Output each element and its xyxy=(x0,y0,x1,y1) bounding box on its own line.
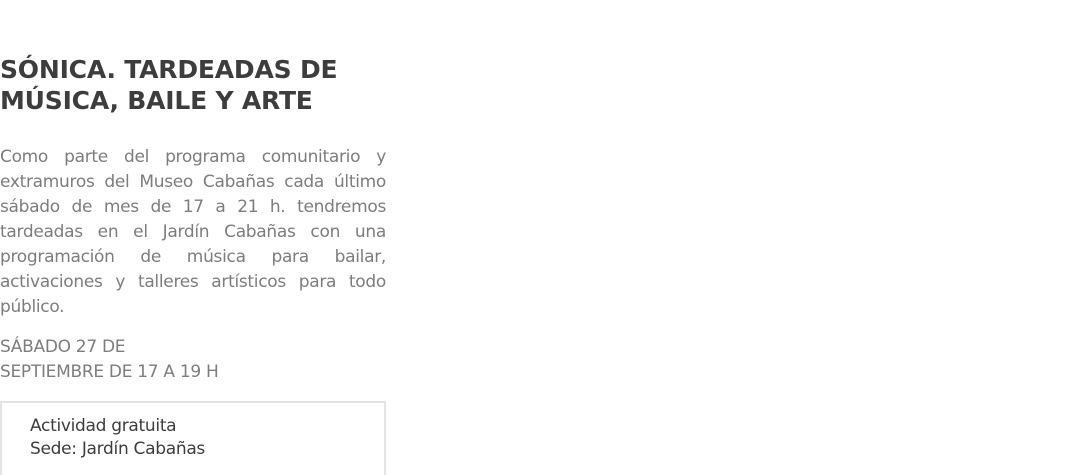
event-price: Actividad gratuita xyxy=(30,416,177,436)
event-venue: Sede: Jardín Cabañas xyxy=(30,439,205,459)
event-title: SÓNICA. TARDEADAS DE MÚSICA, BAILE Y ART… xyxy=(0,55,338,115)
event-date: SÁBADO 27 DE SEPTIEMBRE DE 17 A 19 H xyxy=(0,337,219,382)
event-description: Como parte del programa comunitario y ex… xyxy=(0,147,386,317)
event-info-box: Actividad gratuita Sede: Jardín Cabañas xyxy=(0,401,386,475)
event-card: SÓNICA. TARDEADAS DE MÚSICA, BAILE Y ART… xyxy=(0,54,386,475)
